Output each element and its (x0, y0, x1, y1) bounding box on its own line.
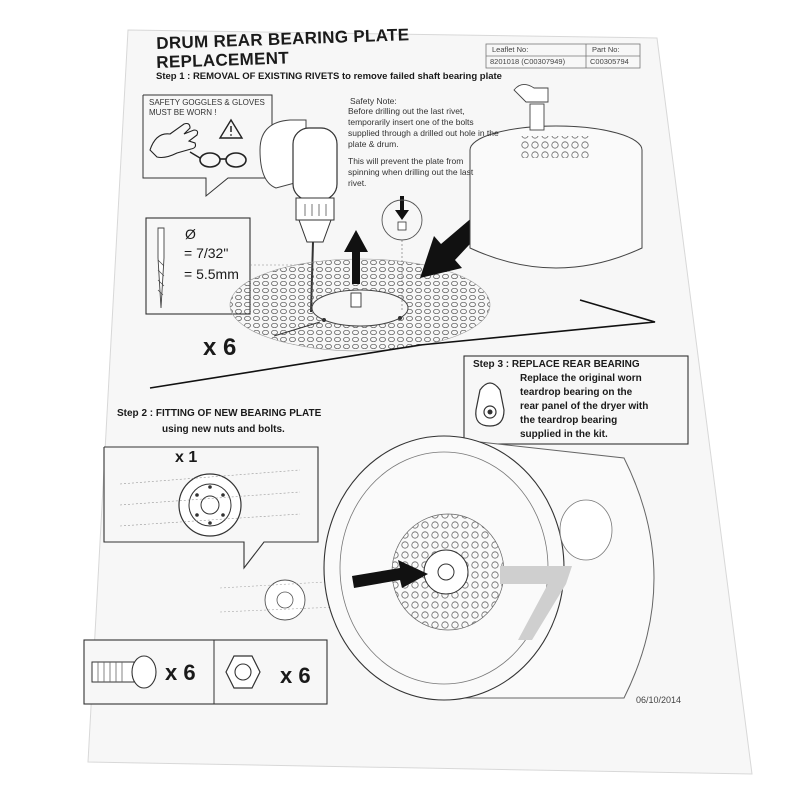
safety-note-text1: Before drilling out the last rivet, temp… (348, 106, 499, 150)
dryer-drum-step2 (323, 435, 655, 701)
header-table (485, 43, 641, 69)
teardrop-bearing-icon (475, 382, 505, 427)
safety-note-title: Safety Note: (350, 96, 397, 106)
warning-triangle-icon (218, 118, 244, 139)
part-header: Part No: (592, 45, 620, 54)
step2-plate-box (103, 446, 319, 570)
plate-count: x 1 (175, 449, 198, 466)
rivet-count: x 6 (203, 334, 237, 361)
step3-text-line1: Replace the original worn (520, 373, 642, 384)
arrow-icon (352, 560, 428, 588)
step3-text-line3: rear panel of the dryer with (520, 401, 649, 412)
arrow-icon (395, 196, 409, 220)
safety-box (142, 94, 273, 198)
drill-icon (259, 119, 338, 313)
hardware-box (83, 639, 328, 705)
drill-size-mm: = 5.5mm (184, 266, 239, 282)
step1-heading: Step 1 : REMOVAL OF EXISTING RIVETS to r… (156, 71, 502, 82)
nut-icon (225, 655, 261, 689)
part-value: C00305794 (590, 57, 629, 66)
arrow-icon (344, 230, 368, 284)
drill-bit-icon (157, 227, 165, 309)
safety-box-line2: MUST BE WORN ! (149, 108, 217, 117)
step3-heading: Step 3 : REPLACE REAR BEARING (473, 359, 640, 370)
leaflet-header: Leaflet No: (492, 45, 529, 54)
step3-text-line5: supplied in the kit. (520, 429, 608, 440)
bolt-count: x 6 (165, 660, 196, 685)
drill-size-inches: = 7/32" (184, 245, 229, 261)
step1-bearing-plate (229, 258, 491, 352)
step3-box (463, 355, 689, 445)
document-date: 06/10/2014 (636, 695, 682, 705)
nut-count: x 6 (280, 663, 311, 688)
bolt-icon (91, 655, 157, 689)
step3-text-line4: the teardrop bearing (520, 415, 618, 426)
safety-note-text2: This will prevent the plate from spinnin… (348, 156, 474, 189)
safety-box-line1: SAFETY GOGGLES & GLOVES (149, 98, 265, 107)
leaflet-value: 8201018 (C00307949) (490, 57, 566, 66)
dryer-drum-step1 (469, 84, 643, 269)
goggles-icon (189, 151, 247, 168)
step2-heading-line1: Step 2 : FITTING OF NEW BEARING PLATE (117, 408, 322, 419)
gloves-icon (149, 122, 199, 159)
step2-heading-line2: using new nuts and bolts. (162, 424, 285, 435)
step3-text-line2: teardrop bearing on the (520, 387, 633, 398)
drill-symbol: Ø (185, 226, 196, 242)
step1-divider (149, 299, 656, 389)
